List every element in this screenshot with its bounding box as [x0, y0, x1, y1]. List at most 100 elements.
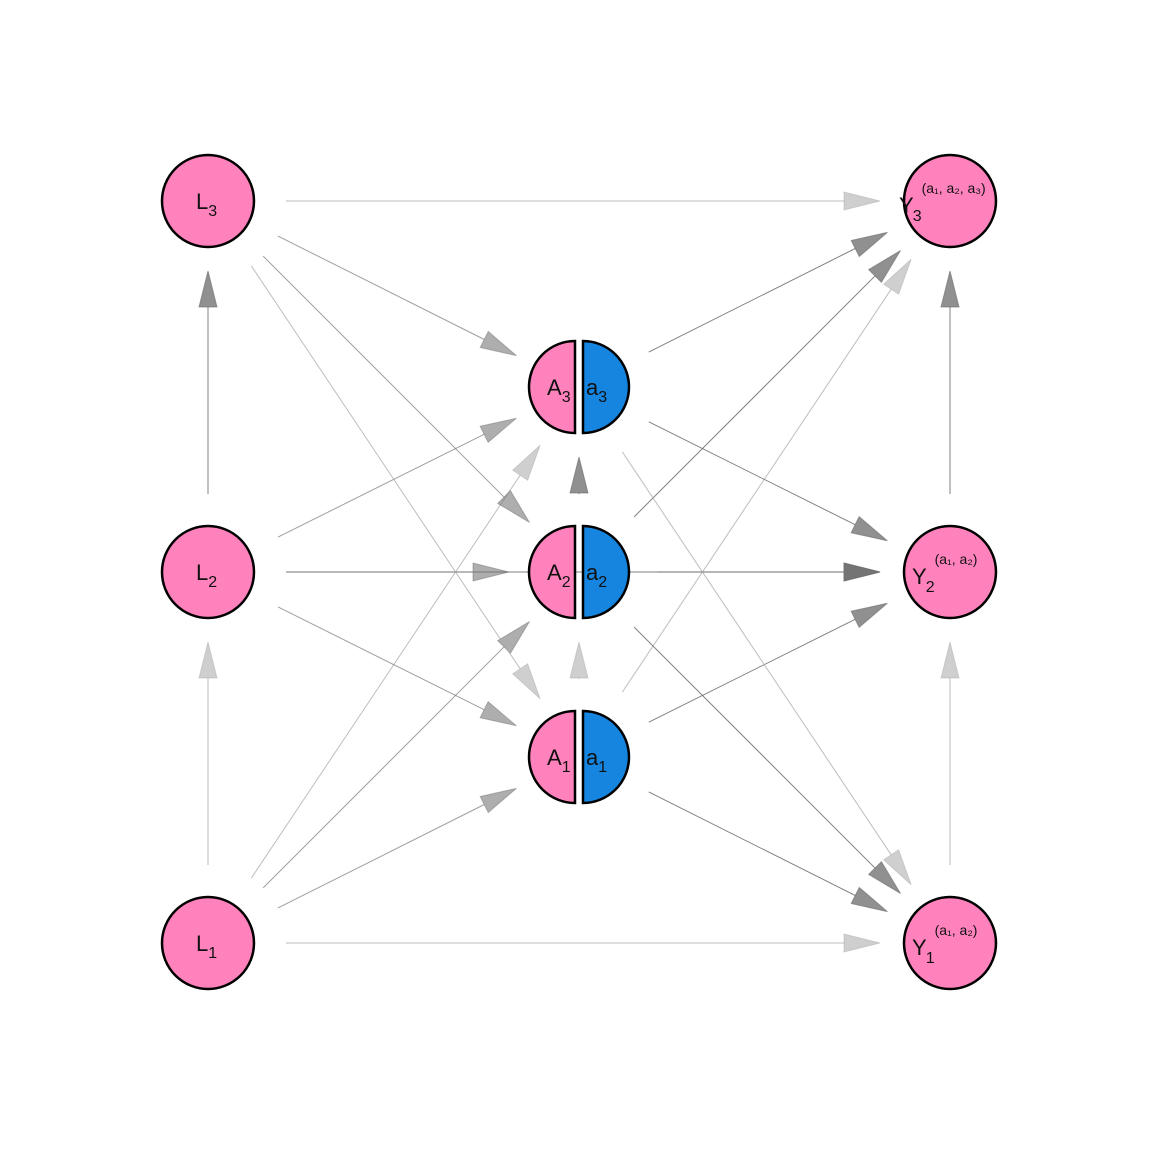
edge-line: [648, 248, 856, 353]
edge-line: [633, 275, 876, 518]
arrow-head: [850, 515, 888, 542]
node-circle: [902, 153, 998, 249]
edge-L1-A2: [262, 621, 530, 889]
node-A1: A1 a1: [527, 709, 631, 805]
edges: [198, 191, 960, 953]
node-Y3: Y3(a₁, a₂, a₃): [899, 153, 998, 249]
edge-Y1-Y2: [940, 641, 960, 865]
covariate-label: L3: [196, 189, 217, 220]
node-A3: A3 a3: [527, 339, 631, 435]
node-circle: [160, 524, 256, 620]
arrow-head: [882, 258, 912, 295]
edge-A3-Y1: [621, 451, 912, 886]
edge-L3-Y3: [286, 191, 881, 211]
arrow-head: [843, 933, 881, 953]
edge-A2-Y1: [633, 626, 901, 894]
arrow-head: [850, 602, 888, 629]
outcome-label: Y3(a₁, a₂, a₃): [899, 180, 986, 225]
edge-line: [250, 265, 521, 670]
node-circle: [160, 895, 256, 991]
arrow-head: [569, 641, 589, 679]
node-half-variable: [527, 709, 577, 805]
edge-line: [633, 626, 876, 869]
node-half-intervention: [581, 709, 631, 805]
edge-A2-A3: [569, 456, 589, 494]
edge-A1-Y3: [621, 258, 912, 693]
arrow-head: [496, 621, 530, 655]
edge-line: [277, 235, 485, 340]
node-circle: [902, 895, 998, 991]
edge-line: [262, 255, 505, 498]
edge-A2-Y2: [657, 562, 881, 582]
edge-L2-L3: [198, 270, 218, 494]
node-half-intervention: [581, 339, 631, 435]
arrow-head: [511, 663, 541, 700]
node-Y1: Y1(a₁, a₂): [902, 895, 998, 991]
arrow-head: [479, 787, 517, 814]
edge-L1-Y1: [286, 933, 881, 953]
edge-A3-Y2: [648, 421, 888, 542]
edge-line: [648, 791, 856, 896]
variable-label: A1: [547, 745, 571, 776]
edge-A1-Y2: [648, 602, 888, 723]
edge-line: [277, 804, 485, 909]
edge-L1-A1: [277, 787, 517, 909]
arrow-head: [843, 191, 881, 211]
edge-Y2-Y3: [940, 270, 960, 494]
edge-A1-A2: [569, 641, 589, 679]
outcome-label: Y2(a₁, a₂): [912, 551, 977, 596]
edge-A2-Y3: [633, 250, 901, 518]
arrow-head: [569, 456, 589, 494]
edge-line: [621, 451, 892, 856]
node-half-intervention: [581, 524, 631, 620]
node-half-variable: [527, 339, 577, 435]
arrow-head: [198, 641, 218, 679]
node-Y2: Y2(a₁, a₂): [902, 524, 998, 620]
edge-L2-A3: [277, 417, 517, 538]
arrow-head: [843, 562, 881, 582]
edge-line: [621, 288, 892, 693]
arrow-head: [882, 849, 912, 886]
edge-A1-Y1: [648, 791, 888, 913]
arrow-head: [850, 886, 888, 913]
node-L2: L2: [160, 524, 256, 620]
arrow-head: [479, 417, 517, 444]
arrow-head: [479, 330, 517, 357]
intervention-label: a3: [586, 375, 607, 406]
arrow-head: [850, 231, 888, 258]
variable-label: A2: [547, 560, 571, 591]
arrow-head: [867, 860, 901, 894]
intervention-label: a1: [586, 745, 607, 776]
node-circle: [902, 524, 998, 620]
edge-L1-A3: [250, 444, 541, 879]
edge-line: [250, 474, 521, 879]
node-circle: [160, 153, 256, 249]
node-L3: L3: [160, 153, 256, 249]
arrow-head: [479, 700, 517, 727]
edge-line: [277, 433, 485, 538]
edge-L1-L2: [198, 641, 218, 865]
arrow-head: [198, 270, 218, 308]
covariate-label: L1: [196, 931, 217, 962]
node-half-variable: [527, 524, 577, 620]
edge-L3-A1: [250, 265, 541, 700]
intervention-label: a2: [586, 560, 607, 591]
variable-label: A3: [547, 375, 571, 406]
arrow-head: [940, 270, 960, 308]
node-L1: L1: [160, 895, 256, 991]
covariate-label: L2: [196, 560, 217, 591]
edge-line: [648, 421, 856, 526]
arrow-head: [496, 489, 530, 523]
arrow-head: [867, 250, 901, 284]
arrow-head: [940, 641, 960, 679]
node-A2: A2 a2: [527, 524, 631, 620]
edge-line: [262, 646, 505, 889]
edge-line: [648, 618, 856, 723]
edge-L3-A2: [262, 255, 530, 523]
edge-L3-A3: [277, 235, 517, 357]
edge-line: [277, 606, 485, 711]
edge-A3-Y3: [648, 231, 888, 353]
outcome-label: Y1(a₁, a₂): [912, 922, 977, 967]
